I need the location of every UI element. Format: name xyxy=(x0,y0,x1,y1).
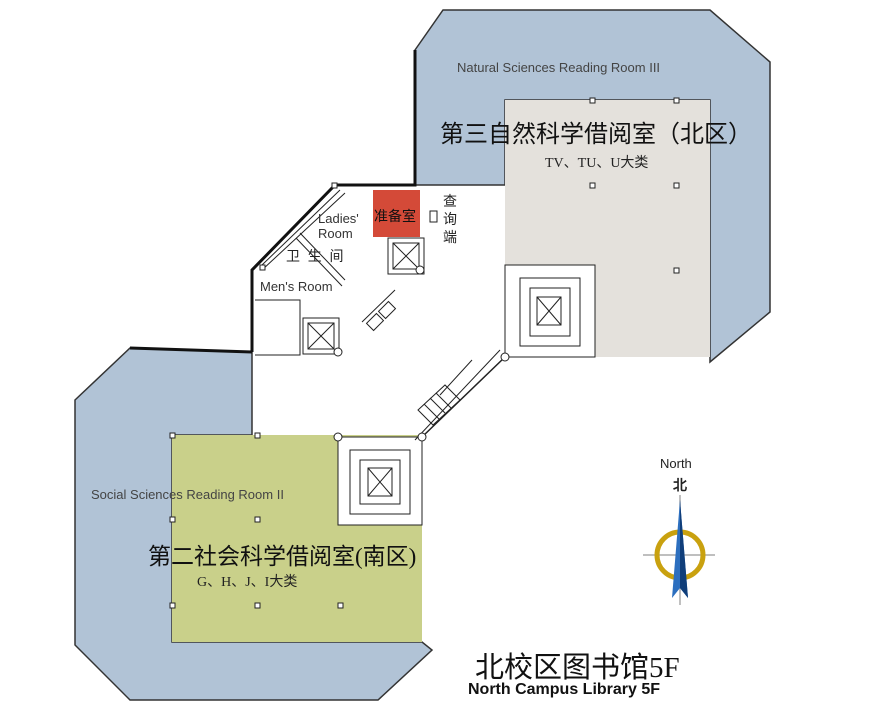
compass-north-chinese-label: 北 xyxy=(673,477,687,493)
mens-room-label: Men's Room xyxy=(260,279,333,294)
north-room-english-label: Natural Sciences Reading Room III xyxy=(457,60,661,75)
map-title-english: North Campus Library 5F xyxy=(468,681,661,698)
north-room-chinese-label: 第三自然科学借阅室（北区） xyxy=(440,122,752,148)
north-reading-room-area[interactable] xyxy=(414,9,771,364)
north-stair-elevator-area xyxy=(504,264,596,358)
south-stair-elevator-area xyxy=(337,436,423,526)
prep-room-label: 准备室 xyxy=(374,208,416,224)
south-room-english-label: Social Sciences Reading Room II xyxy=(91,487,284,502)
stairs-icon xyxy=(417,384,461,426)
inquiry-terminal-icon xyxy=(429,210,438,223)
desk-icon xyxy=(361,289,397,332)
north-room-classes: TV、TU、U大类 xyxy=(545,156,649,171)
inquiry-terminal-label: 查 询 端 xyxy=(443,193,457,245)
north-compass-icon xyxy=(643,495,715,605)
south-room-chinese-label: 第二社会科学借阅室(南区) xyxy=(148,544,417,569)
elevator-icon xyxy=(367,467,393,497)
elevator-icon xyxy=(392,242,420,270)
map-title-chinese: 北校区图书馆5F xyxy=(475,652,680,684)
south-room-classes: G、H、J、I大类 xyxy=(197,575,298,590)
restroom-chinese-label: 卫 生 间 xyxy=(286,248,344,264)
elevator-icon xyxy=(307,322,335,350)
prep-room-area[interactable] xyxy=(373,190,420,237)
compass-north-label: North xyxy=(660,456,692,471)
elevator-icon xyxy=(536,296,562,326)
ladies-room-label: Ladies' Room xyxy=(318,211,359,241)
